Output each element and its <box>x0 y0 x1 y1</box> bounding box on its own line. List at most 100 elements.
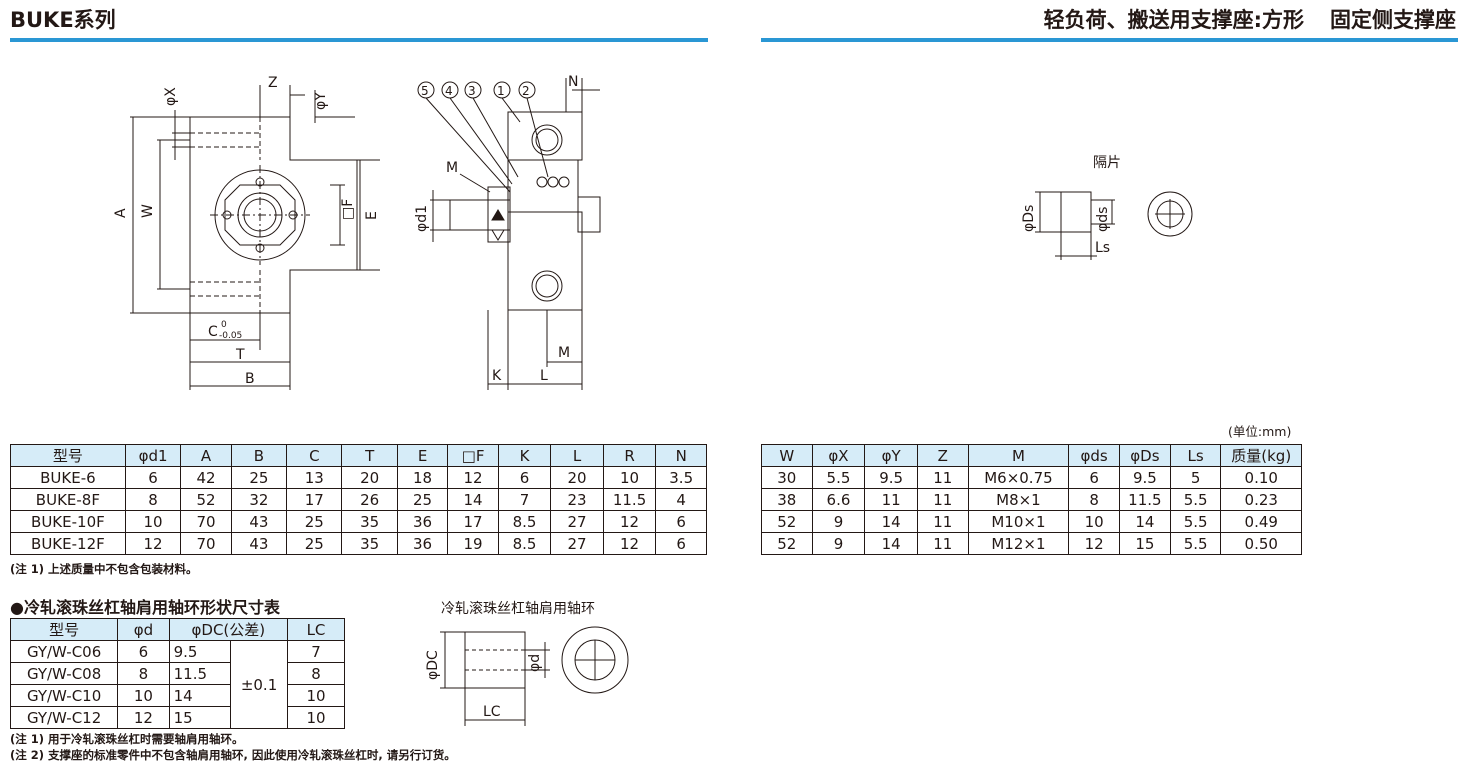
column-header: φY <box>864 444 918 467</box>
table-cell: 0.10 <box>1220 466 1302 489</box>
dim-phid1: φd1 <box>414 205 430 232</box>
table-cell: 14 <box>1118 510 1171 533</box>
table-cell: 6 <box>655 510 707 533</box>
table-cell: 12 <box>117 706 170 729</box>
table-cell: GY/W-C06 <box>9 640 119 663</box>
dim-C: C <box>208 324 218 340</box>
column-header: φds <box>1068 444 1120 467</box>
dim-Z: Z <box>268 75 278 91</box>
section-title-main: 轻负荷、搬送用支撑座:方形 <box>1043 8 1304 32</box>
section-title-sub: 固定侧支撑座 <box>1330 8 1456 32</box>
table-cell: 11.5 <box>1118 488 1171 511</box>
dim-W: W <box>140 204 156 218</box>
note-bottom-1: (注 1) 用于冷轧滚珠丝杠时需要轴肩用轴环。 <box>10 732 244 746</box>
table-cell: 6 <box>497 466 552 489</box>
table-cell: BUKE-12F <box>10 532 126 555</box>
table-cell: 35 <box>341 532 398 555</box>
column-header: M <box>967 444 1070 467</box>
dim-B: B <box>245 371 255 387</box>
table-cell: 10 <box>124 510 182 533</box>
dim-phiX: φX <box>163 87 179 106</box>
table-cell: 25 <box>230 466 288 489</box>
table-cell: BUKE-8F <box>10 488 126 511</box>
column-header: 型号 <box>10 444 126 467</box>
table-cell: 9.5 <box>864 466 918 489</box>
table-cell: 12 <box>602 532 657 555</box>
table-cell: 5.5 <box>811 466 866 489</box>
dim-phiDC: φDC <box>425 650 441 680</box>
table-cell: M12×1 <box>967 532 1070 555</box>
tolerance-cell: ±0.1 <box>230 640 289 729</box>
table-cell: 38 <box>761 488 813 511</box>
collar-section-title: ●冷轧滚珠丝杠轴肩用轴环形状尺寸表 <box>10 598 280 617</box>
table-cell: 43 <box>230 510 288 533</box>
table-cell: 30 <box>761 466 813 489</box>
table-cell: 0.50 <box>1220 532 1302 555</box>
spacer-title: 隔片 <box>1093 155 1121 171</box>
column-header: C <box>286 444 343 467</box>
table-cell: 0.23 <box>1220 488 1302 511</box>
table-cell: 27 <box>550 532 604 555</box>
table-cell: 52 <box>180 488 232 511</box>
dim-LC: LC <box>483 704 501 720</box>
column-header: φd1 <box>124 444 182 467</box>
column-header: φDs <box>1118 444 1171 467</box>
table-cell: M10×1 <box>967 510 1070 533</box>
table-cell: 6 <box>117 640 170 663</box>
table-cell: 12 <box>447 466 499 489</box>
table-cell: 35 <box>341 510 398 533</box>
table-cell: 5.5 <box>1169 510 1222 533</box>
table-cell: M8×1 <box>967 488 1070 511</box>
table-cell: 11.5 <box>602 488 657 511</box>
table-cell: 11.5 <box>168 662 232 685</box>
dim-N: N <box>568 74 578 90</box>
note-bottom-2: (注 2) 支撑座的标准零件中不包含轴肩用轴环, 因此使用冷轧滚珠丝杠时, 请另… <box>10 748 456 762</box>
column-header: Ls <box>1169 444 1222 467</box>
table-cell: 20 <box>341 466 398 489</box>
table-cell: 6.6 <box>811 488 866 511</box>
table-cell: 23 <box>550 488 604 511</box>
table-cell: 25 <box>396 488 449 511</box>
table-cell: 9 <box>811 510 866 533</box>
table-cell: 12 <box>1068 532 1120 555</box>
table-cell: 6 <box>1068 466 1120 489</box>
dim-C-sub: -0.05 <box>219 331 242 341</box>
table-cell: 52 <box>761 510 813 533</box>
table-cell: 14 <box>447 488 499 511</box>
table-cell: 9 <box>811 532 866 555</box>
table-cell: 14 <box>864 510 918 533</box>
dim-E: E <box>364 211 380 220</box>
table-cell: BUKE-6 <box>10 466 126 489</box>
label-part-1: 1 <box>497 84 505 98</box>
dim-phiDs: φDs <box>1021 205 1037 232</box>
table-cell: 11 <box>916 510 969 533</box>
side-view-drawing: 5 4 3 1 2 N M φd1 M K L <box>414 74 601 390</box>
table-cell: 11 <box>916 466 969 489</box>
table-cell: 3.5 <box>655 466 707 489</box>
table-cell: 10 <box>602 466 657 489</box>
table-cell: 20 <box>550 466 604 489</box>
column-header: φDC(公差) <box>168 618 289 641</box>
table-cell: M6×0.75 <box>967 466 1070 489</box>
label-part-4: 4 <box>445 84 453 98</box>
dim-A: A <box>113 208 129 218</box>
collar-drawing-title: 冷轧滚珠丝杠轴肩用轴环 <box>441 601 595 617</box>
table-cell: 10 <box>117 684 170 707</box>
table-cell: 10 <box>1068 510 1120 533</box>
table-cell: 17 <box>447 510 499 533</box>
label-part-2: 2 <box>522 84 530 98</box>
page-title: BUKE系列 <box>10 8 116 32</box>
table-cell: 12 <box>602 510 657 533</box>
table-cell: 26 <box>341 488 398 511</box>
table-cell: 6 <box>124 466 182 489</box>
dim-M-bottom: M <box>558 345 570 361</box>
table-cell: 11 <box>916 532 969 555</box>
column-header: W <box>761 444 813 467</box>
